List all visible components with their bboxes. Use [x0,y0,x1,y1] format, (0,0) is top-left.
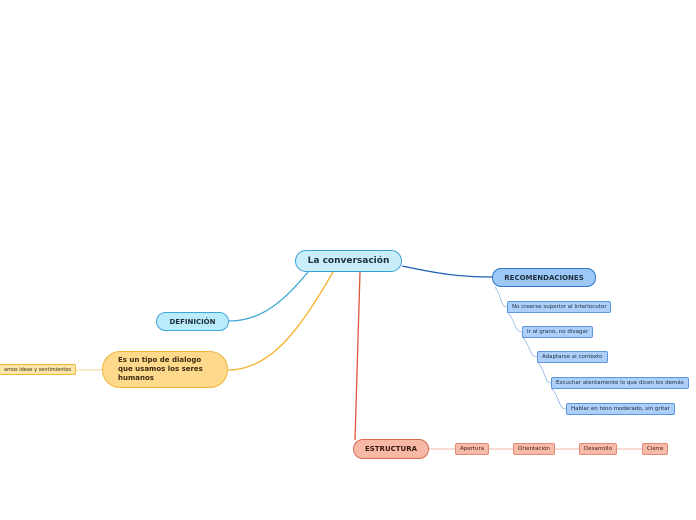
topic-estructura[interactable]: ESTRUCTURA [353,439,429,459]
topic-definicion[interactable]: DEFINICIÓN [156,312,229,331]
rec-item-3[interactable]: Adaptarse al contexto [537,351,608,363]
link-rec-item-2 [506,311,523,333]
link-recomendaciones [401,265,493,278]
link-rec-item-1 [494,286,508,308]
topic-recomendaciones[interactable]: RECOMENDACIONES [492,268,596,287]
central-topic[interactable]: La conversación [295,250,402,272]
link-rec-item-5 [550,387,567,410]
rec-item-1[interactable]: No creerse superior al interlocutor [507,301,612,313]
rec-item-5[interactable]: Hablar en tono moderado, sin gritar [566,403,675,415]
topic-dialogo-label: Es un tipo de dialogo que usamos los ser… [118,356,203,382]
rec-item-4[interactable]: Escuchar atentamente lo que dicen los de… [551,377,689,389]
est-item-orientacion[interactable]: Orientación [513,443,555,455]
topic-ideas[interactable]: amos ideas y sentimientos [0,364,76,375]
link-dialogo [227,271,334,371]
topic-dialogo[interactable]: Es un tipo de dialogo que usamos los ser… [102,351,228,388]
est-item-cierre[interactable]: Cierre [642,443,669,455]
est-item-apertura[interactable]: Apertura [455,443,490,455]
link-rec-item-3 [521,336,538,358]
link-estructura [354,271,361,441]
rec-item-2[interactable]: Ir al grano, no divagar [522,326,594,338]
link-definicion [228,271,309,322]
link-rec-item-4 [536,361,552,384]
est-item-desarrollo[interactable]: Desarrollo [579,443,617,455]
